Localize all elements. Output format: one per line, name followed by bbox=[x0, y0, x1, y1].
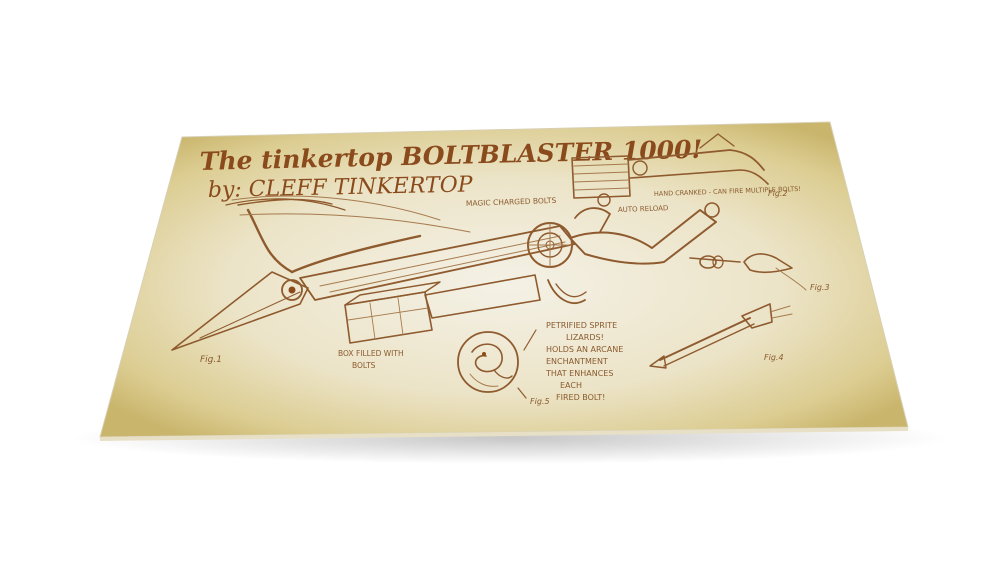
note-magic-bolts: MAGIC CHARGED BOLTS bbox=[466, 196, 557, 208]
label-fig2: Fig.2 bbox=[768, 189, 788, 198]
fired-bolt-sketch bbox=[649, 303, 793, 369]
note-petrified-3: HOLDS AN ARCANE bbox=[546, 345, 623, 354]
note-petrified-7: FIRED BOLT! bbox=[556, 393, 605, 402]
note-petrified-4: ENCHANTMENT bbox=[546, 357, 608, 366]
note-auto-reload: AUTO RELOAD bbox=[618, 204, 669, 214]
note-petrified-1: PETRIFIED SPRITE bbox=[546, 321, 617, 330]
note-petrified-2: LIZARDS! bbox=[566, 333, 604, 342]
note-box-filled: BOX FILLED WITH bbox=[338, 349, 404, 358]
label-fig4: Fig.4 bbox=[764, 353, 784, 362]
note-petrified-5: THAT ENHANCES bbox=[545, 369, 613, 378]
mechanism-sketch bbox=[571, 133, 769, 207]
label-fig3: Fig.3 bbox=[810, 283, 830, 292]
sprite-lizard-sketch bbox=[457, 329, 537, 399]
paper-edge bbox=[100, 427, 908, 441]
bolt-tip-sketch bbox=[689, 253, 807, 291]
note-petrified-6: EACH bbox=[560, 381, 582, 390]
label-fig5: Fig.5 bbox=[530, 397, 550, 406]
note-bolts: BOLTS bbox=[352, 361, 376, 370]
crossbow-sketch bbox=[171, 195, 720, 351]
label-fig1: Fig.1 bbox=[200, 355, 222, 365]
